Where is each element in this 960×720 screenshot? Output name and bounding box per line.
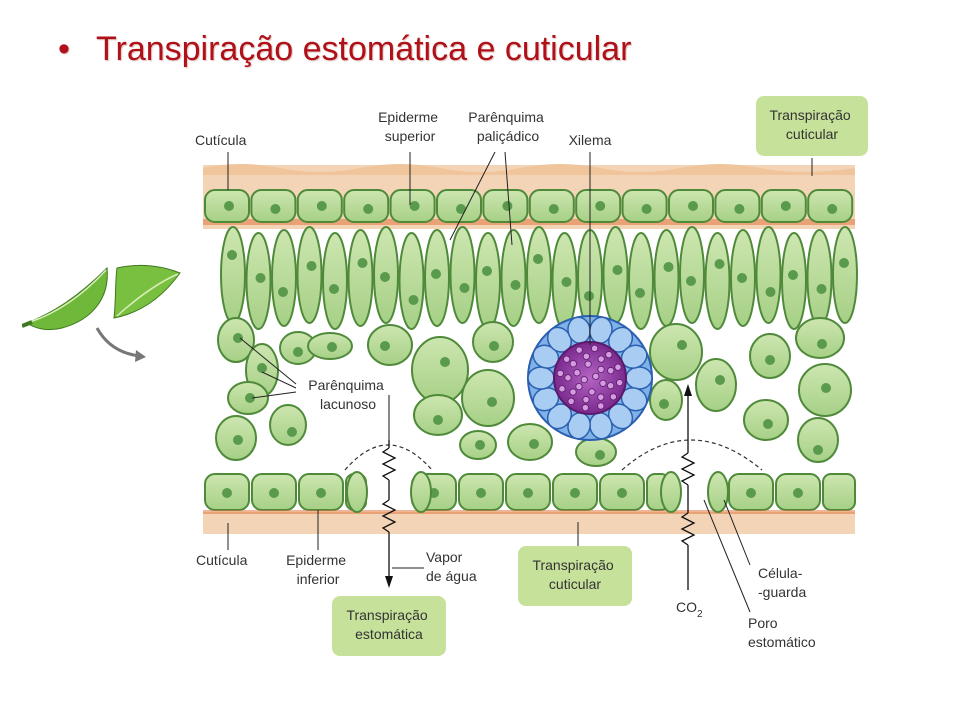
palisade-parenchyma [220,226,858,330]
box-transpiracao-cuticular-top [756,96,868,156]
slide-title: • Transpiração estomática e cuticular [58,30,631,69]
vascular-bundle [527,315,653,441]
leaf-icon [22,265,181,362]
label-transpiracao-cuticular-bottom: Transpiração cuticular [532,557,617,592]
stomata [346,471,729,513]
water-vapor-arrow [381,395,397,588]
label-xilema: Xilema [569,132,612,148]
label-co2: CO2 [676,599,703,620]
label-epiderme-superior: Epiderme superior [378,109,442,144]
label-celula-guarda: Célula- -guarda [758,565,806,600]
label-parenquima-palicadico: Parênquima paliçádico [468,109,547,144]
co2-arrow [680,384,696,590]
label-parenquima-lacunoso: Parênquima lacunoso [308,377,387,412]
label-vapor-de-agua: Vapor de água [426,549,477,584]
label-cuticula-top: Cutícula [195,132,247,148]
box-transpiracao-cuticular-bottom [518,546,632,606]
label-poro-estomatico: Poro estomático [748,615,816,650]
lower-epidermis [204,473,856,511]
label-transpiracao-estomatica: Transpiração estomática [346,607,431,642]
title-bullet: • [58,30,70,68]
label-cuticula-bottom: Cutícula [196,552,248,568]
upper-epidermis [204,189,854,223]
lower-cuticle [203,512,855,534]
label-epiderme-inferior: Epiderme inferior [286,552,350,587]
spongy-parenchyma [215,317,852,467]
leader-lines [227,151,813,613]
box-transpiracao-estomatica [332,596,446,656]
label-transpiracao-cuticular-top: Transpiração cuticular [769,107,854,142]
title-text: Transpiração estomática e cuticular [96,30,632,68]
